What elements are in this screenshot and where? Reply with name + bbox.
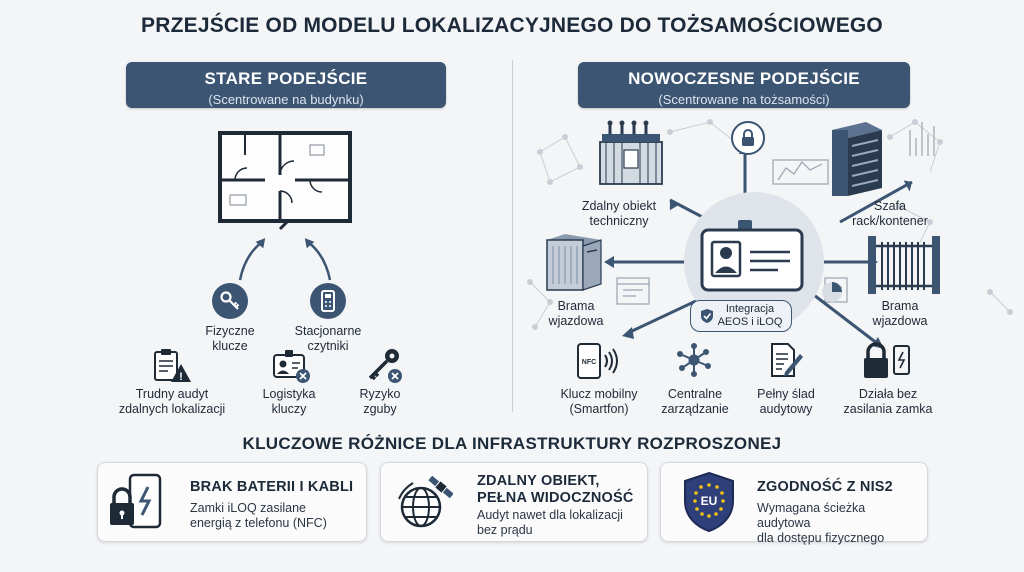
cabinet-icon: [546, 234, 602, 291]
id-badge-x-icon: [273, 350, 310, 383]
transformer-icon: [599, 120, 663, 185]
card-text: Zamki iLOQ zasilane energią z telefonu (…: [190, 501, 327, 530]
gate-icon: [868, 236, 940, 294]
floor-plan-icon: [218, 131, 352, 231]
card-reader-icon: [310, 283, 346, 319]
card-title: BRAK BATERII I KABLI: [190, 479, 354, 495]
integration-badge: Integracja AEOS i iLOQ: [690, 300, 792, 332]
eu-shield-icon: EU: [684, 471, 734, 533]
left-item-label: Ryzyko zguby: [359, 387, 401, 416]
right-node-label: Brama wjazdowa: [548, 299, 604, 328]
feature-card: ZDALNY OBIEKT, PEŁNA WIDOCZNOŚĆ Audyt na…: [380, 462, 648, 542]
bar-chart-decoration: [772, 122, 935, 185]
nfc-phone-icon: NFC: [577, 343, 618, 379]
section-divider: [512, 60, 513, 412]
left-item-label: Fizyczne klucze: [205, 324, 255, 353]
feature-card: EU ZGODNOŚĆ Z NIS2 Wymagana ścieżka audy…: [660, 462, 928, 545]
right-bottom-label: Pełny ślad audytowy: [757, 387, 815, 416]
pie-decoration: [822, 282, 842, 302]
id-card-icon: [700, 220, 804, 292]
left-arrows: [238, 241, 332, 281]
server-rack-icon: [832, 122, 882, 196]
card-text: Audyt nawet dla lokalizacji bez prądu: [477, 508, 623, 537]
card-title: ZDALNY OBIEKT, PEŁNA WIDOCZNOŚĆ: [477, 473, 634, 506]
modern-approach-header: NOWOCZESNE PODEJŚCIE (Scentrowane na toż…: [578, 62, 910, 108]
svg-text:NFC: NFC: [582, 359, 596, 366]
lock-icon: [731, 121, 765, 155]
left-item-label: Trudny audyt zdalnych lokalizacji: [118, 387, 226, 416]
card-title: ZGODNOŚĆ Z NIS2: [757, 479, 893, 495]
right-bottom-label: Klucz mobilny (Smartfon): [560, 387, 638, 416]
floor-plan-diagram: [218, 131, 352, 281]
right-node-label: Brama wjazdowa: [872, 299, 928, 328]
page-title: PRZEJŚCIE OD MODELU LOKALIZACYJNEGO DO T…: [141, 14, 883, 37]
network-hub-icon: [677, 343, 711, 377]
clipboard-warning-icon: !: [154, 349, 191, 383]
old-approach-header: STARE PODEJŚCIE (Scentrowane na budynku): [126, 62, 446, 108]
shield-check-icon: [700, 309, 713, 323]
document-pen-icon: [771, 343, 803, 377]
old-approach-title: STARE PODEJŚCIE: [204, 69, 368, 88]
lock-phone-icon: [864, 342, 910, 378]
phone-lock-bolt-icon: [110, 473, 162, 529]
key-icon: [212, 283, 248, 319]
card-text: Wymagana ścieżka audytowa dla dostępu fi…: [757, 501, 885, 545]
eu-shield-text: EU: [701, 494, 718, 508]
modern-approach-subtitle: (Scentrowane na tożsamości): [658, 92, 830, 107]
integration-badge-label: Integracja AEOS i iLOQ: [717, 303, 783, 328]
right-bottom-label: Centralne zarządzanie: [661, 387, 729, 416]
left-item-label: Stacjonarne czytniki: [294, 324, 362, 353]
right-node-label: Szafa rack/kontener: [852, 199, 928, 228]
svg-text:!: !: [179, 371, 183, 383]
right-node-label: Zdalny obiekt techniczny: [581, 199, 657, 228]
modern-approach-title: NOWOCZESNE PODEJŚCIE: [628, 69, 860, 88]
feature-card: BRAK BATERII I KABLI Zamki iLOQ zasilane…: [97, 462, 367, 542]
old-approach-subtitle: (Scentrowane na budynku): [208, 92, 364, 107]
right-bottom-label: Działa bez zasilania zamka: [843, 387, 933, 416]
left-item-label: Logistyka kluczy: [262, 387, 316, 416]
satellite-globe-icon: [398, 475, 453, 528]
key-x-icon: [368, 349, 402, 383]
section-title: KLUCZOWE RÓŻNICE DLA INFRASTRUKTURY ROZP…: [242, 434, 782, 453]
